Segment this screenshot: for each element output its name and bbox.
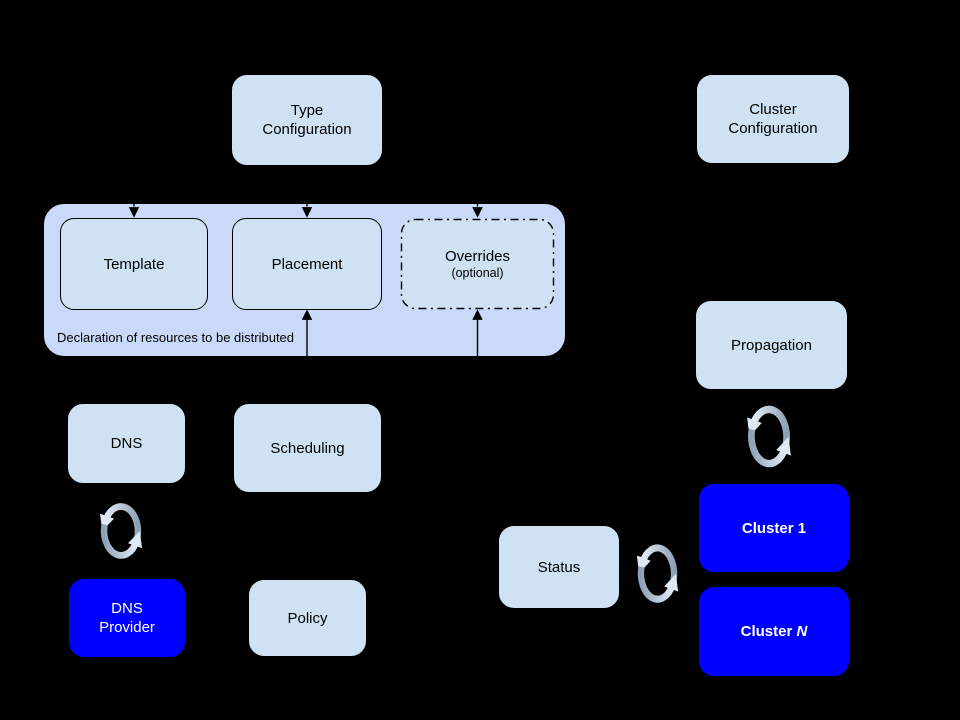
node-template: Template xyxy=(60,218,208,310)
node-policy: Policy xyxy=(248,579,367,657)
node-label: Cluster 1 xyxy=(741,519,807,537)
node-label: Cluster Configuration xyxy=(728,101,818,137)
node-placement: Placement xyxy=(232,218,382,310)
node-overrides: Overrides (optional) xyxy=(401,219,554,309)
node-label: Overrides (optional) xyxy=(445,247,510,281)
node-label: Status xyxy=(537,558,581,576)
node-cluster-1: Cluster 1 xyxy=(698,483,850,573)
node-propagation: Propagation xyxy=(695,300,848,390)
node-label: Scheduling xyxy=(270,439,345,457)
node-label: Placement xyxy=(271,255,343,273)
node-scheduling: Scheduling xyxy=(233,403,382,493)
node-label: DNS xyxy=(110,435,143,452)
declaration-caption: Declaration of resources to be distribut… xyxy=(57,330,295,345)
node-label: Template xyxy=(103,255,165,273)
overrides-title: Overrides xyxy=(444,248,511,265)
node-label: Type Configuration xyxy=(262,102,352,138)
node-label: DNS Provider xyxy=(99,600,155,636)
node-cluster-n: Cluster N xyxy=(698,586,850,677)
node-dns: DNS xyxy=(67,403,186,484)
node-label: Propagation xyxy=(731,336,812,354)
node-type-configuration: Type Configuration xyxy=(231,74,383,166)
node-label: Policy xyxy=(287,609,328,627)
node-status: Status xyxy=(498,525,620,609)
node-label: Cluster N xyxy=(741,622,808,641)
cluster-n-italic: N xyxy=(796,623,808,640)
overrides-subtitle: (optional) xyxy=(451,266,504,280)
node-dns-provider: DNS Provider xyxy=(68,578,186,658)
sync-icon xyxy=(747,405,791,468)
sync-icon xyxy=(636,544,679,603)
sync-icon xyxy=(99,503,143,559)
cluster-n-prefix: Cluster xyxy=(740,623,797,640)
node-cluster-configuration: Cluster Configuration xyxy=(696,74,850,164)
